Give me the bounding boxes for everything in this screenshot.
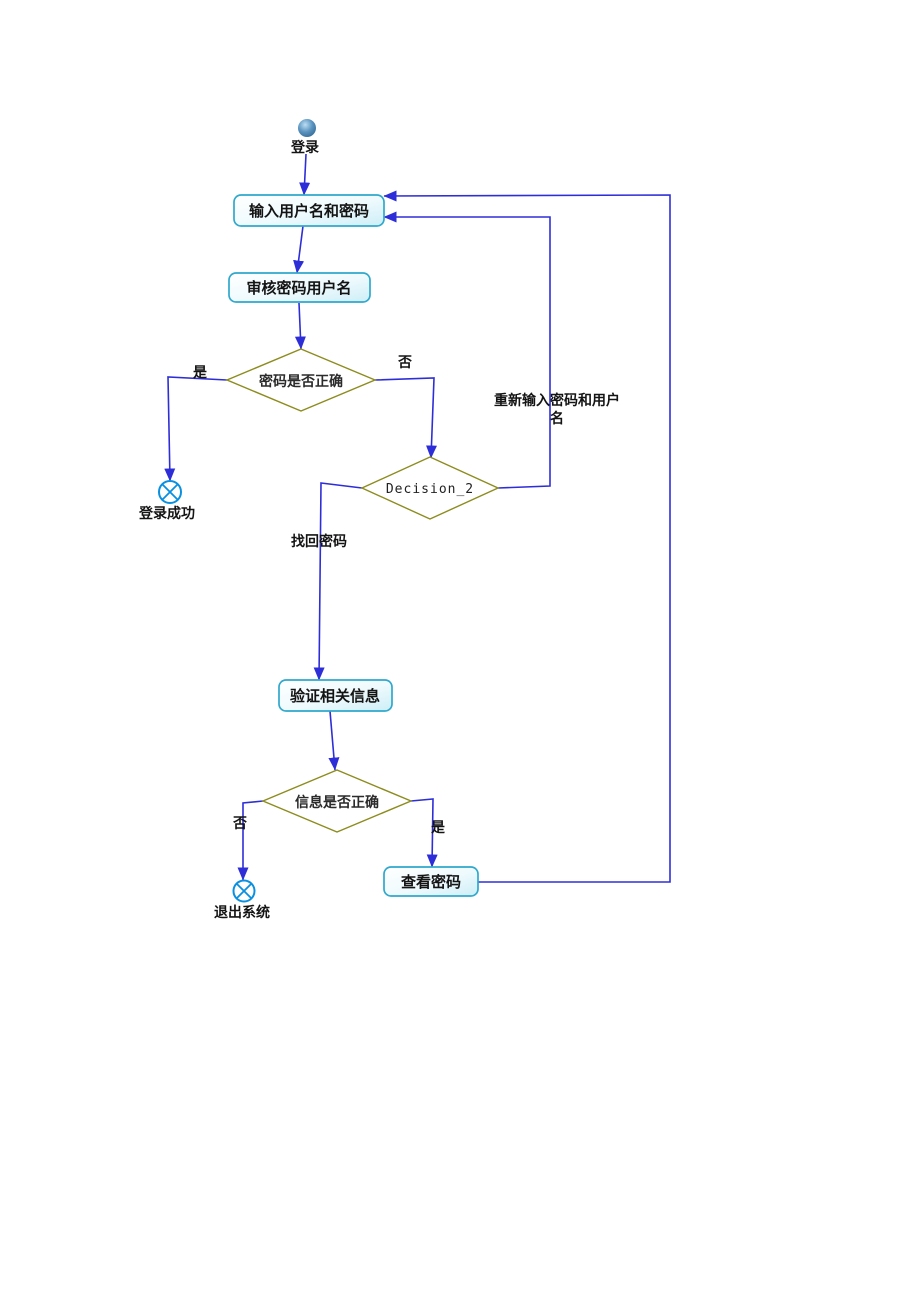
edge-label-reenter-line1: 重新输入密码和用户	[494, 392, 620, 409]
node-check-credentials: 审核密码用户名	[228, 272, 371, 303]
edge-decision1-no-to-decision2	[374, 377, 437, 459]
edge-verifyinfo-to-decision3	[328, 710, 340, 771]
edge-labels: 是 否 重新输入密码和用户 名 找回密码 否 是	[193, 355, 620, 836]
node-label: 密码是否正确	[258, 373, 343, 390]
edges	[164, 153, 671, 883]
action-box-shape	[383, 866, 479, 897]
edge-label-yes2: 是	[431, 820, 446, 836]
edge-decision3-yes-to-viewpassword	[410, 798, 438, 868]
edge-decision2-retrieve-to-verifyinfo	[313, 482, 363, 681]
node-label: 退出系统	[214, 904, 270, 921]
decision-diamond-shape	[360, 456, 500, 520]
node-end-exit: 退出系统	[214, 879, 270, 921]
action-box-shape	[228, 272, 371, 303]
edge-label-no2: 否	[232, 816, 247, 832]
edge-label-yes1: 是	[193, 365, 208, 381]
action-box-shape	[278, 679, 393, 712]
node-label: Decision_2	[386, 482, 474, 497]
edge-viewpassword-feedback-to-input	[383, 190, 671, 883]
node-label: 验证相关信息	[290, 687, 380, 705]
node-decision-2: Decision_2	[360, 456, 500, 520]
edge-input-to-check	[293, 225, 305, 274]
edge-start-to-input	[299, 153, 311, 196]
activity-start-icon	[298, 119, 316, 137]
node-label: 输入用户名和密码	[249, 202, 369, 220]
node-label: 查看密码	[401, 873, 461, 891]
edge-label-no1: 否	[397, 355, 412, 371]
node-label: 登录成功	[138, 505, 195, 522]
node-decision-password: 密码是否正确	[225, 348, 377, 412]
decision-diamond-shape	[261, 769, 413, 833]
flow-final-x-icon	[236, 883, 252, 899]
node-label: 审核密码用户名	[246, 279, 351, 297]
node-end-success: 登录成功	[138, 480, 195, 522]
node-verify-info: 验证相关信息	[278, 679, 393, 712]
edge-decision3-no-to-exit	[237, 800, 264, 881]
edge-decision2-reenter-to-input	[383, 211, 551, 489]
node-decision-info: 信息是否正确	[261, 769, 413, 833]
edge-label-reenter-line2: 名	[550, 410, 564, 427]
node-label: 信息是否正确	[295, 794, 379, 811]
nodes: 登录 输入用户名和密码 审核密码用户名 密码是否正确 登录成功	[138, 119, 500, 921]
edge-decision1-yes-to-success	[164, 376, 228, 482]
action-box-shape	[233, 194, 385, 227]
edge-check-to-decision1	[294, 302, 306, 350]
node-input-credentials: 输入用户名和密码	[233, 194, 385, 227]
flow-final-x-icon	[161, 483, 179, 501]
node-view-password: 查看密码	[383, 866, 479, 897]
start-node-label: 登录	[290, 139, 319, 156]
decision-diamond-shape	[225, 348, 377, 412]
edge-label-retrieve-password: 找回密码	[291, 533, 347, 550]
